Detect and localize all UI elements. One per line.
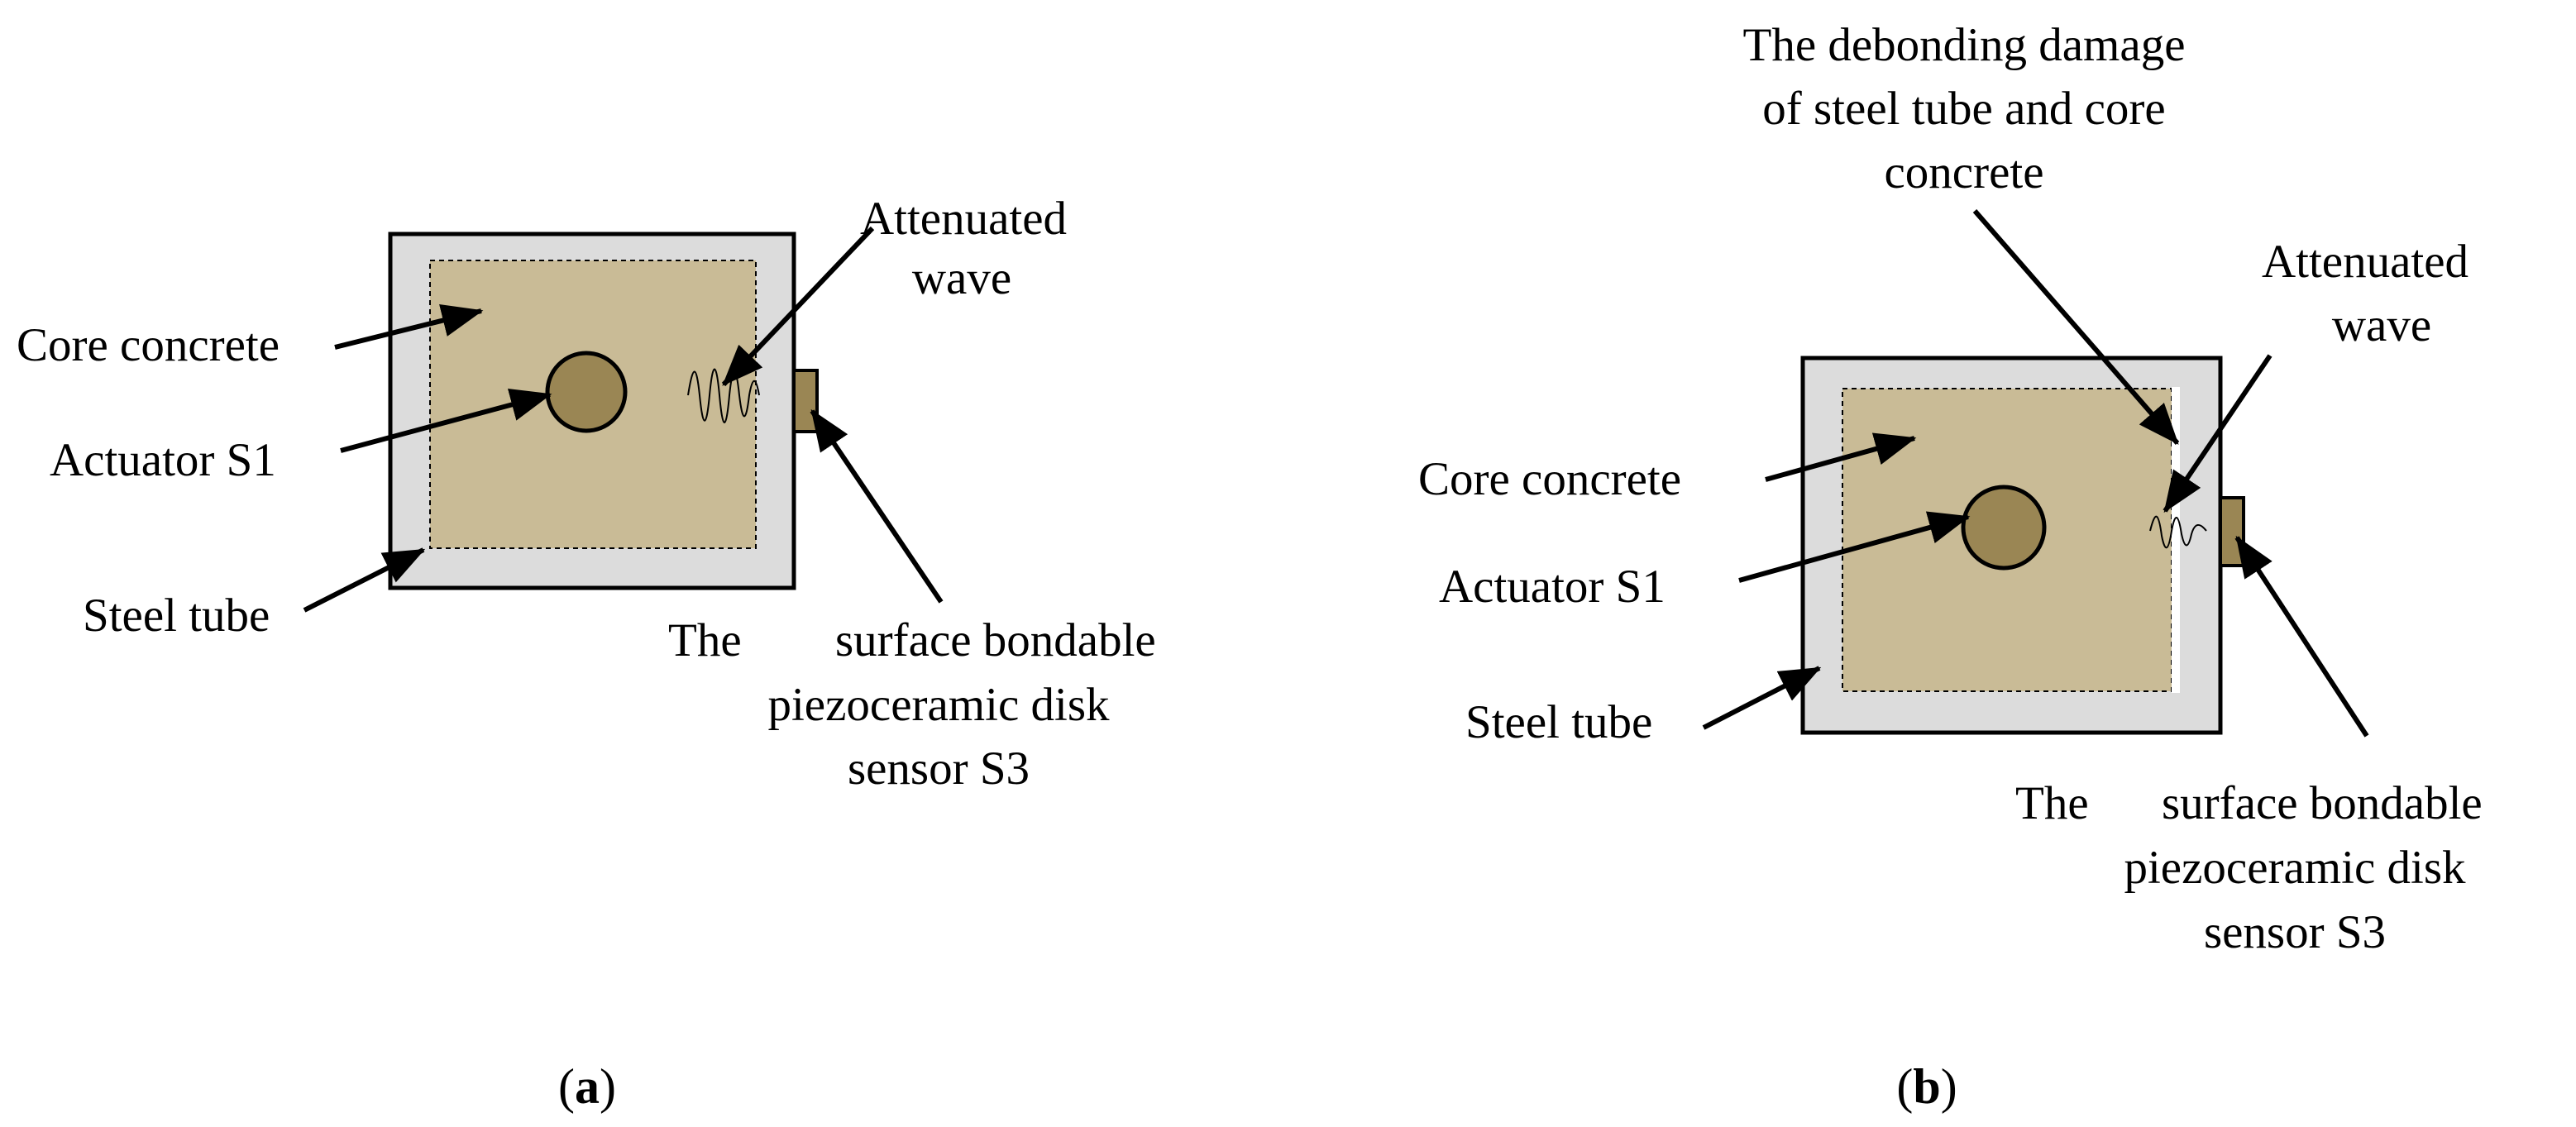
arrow-attenuated-wave-b (2163, 354, 2273, 513)
arrow-actuator-a (340, 389, 552, 453)
label-attenuated-wave-b-line1: Attenuated (2262, 236, 2468, 288)
label-steel-tube-b: Steel tube (1465, 696, 1652, 748)
arrow-core-concrete-a (334, 304, 484, 350)
arrow-steel-tube-b (1702, 666, 1822, 730)
actuator-s1-b (1961, 485, 2047, 571)
label-debonding-b-line3: concrete (1884, 146, 2043, 198)
panel-b: The debonding damage of steel tube and c… (1418, 19, 2483, 1114)
caption-a: (a) (558, 1059, 616, 1114)
label-sensor-b-line1: surface bondable (2162, 777, 2483, 829)
label-sensor-a-line1: surface bondable (835, 614, 1156, 666)
arrow-actuator-b (1738, 511, 1971, 583)
attenuated-wave-a (687, 368, 760, 423)
label-sensor-a-line1-the: The (668, 614, 742, 666)
caption-b: (b) (1896, 1059, 1957, 1114)
arrow-sensor-a (810, 408, 944, 604)
caption-a-open: ( (558, 1059, 575, 1114)
label-sensor-a-line3: sensor S3 (848, 743, 1030, 795)
label-core-concrete-b: Core concrete (1418, 453, 1681, 505)
arrow-steel-tube-a (303, 547, 426, 613)
arrow-attenuated-wave-a (721, 226, 875, 387)
label-actuator-b: Actuator S1 (1439, 561, 1666, 613)
debonding-gap-b (2172, 387, 2180, 693)
label-steel-tube-a: Steel tube (83, 590, 270, 642)
label-debonding-b-line1: The debonding damage (1743, 19, 2186, 71)
caption-b-open: ( (1896, 1059, 1913, 1114)
label-sensor-b-line3: sensor S3 (2204, 906, 2386, 958)
sensor-s3-b (2219, 496, 2245, 567)
label-attenuated-wave-b-line2: wave (2332, 299, 2431, 351)
arrow-debonding-b (1972, 209, 2180, 445)
label-attenuated-wave-a-line2: wave (912, 252, 1011, 304)
arrow-core-concrete-b (1765, 432, 1917, 482)
panel-a: Attenuated wave Core concrete Actuator S… (17, 193, 1156, 1114)
caption-a-close: ) (600, 1059, 616, 1114)
label-sensor-b-line1-the: The (2015, 777, 2089, 829)
label-core-concrete-a: Core concrete (17, 319, 280, 371)
label-actuator-a: Actuator S1 (50, 434, 276, 486)
label-sensor-a-line2: piezoceramic disk (767, 679, 1110, 731)
caption-b-letter: b (1913, 1059, 1940, 1114)
sensor-s3-a (792, 369, 819, 433)
arrow-sensor-b (2234, 535, 2369, 738)
caption-a-letter: a (575, 1059, 600, 1114)
label-debonding-b-line2: of steel tube and core (1762, 83, 2165, 135)
actuator-s1-a (545, 351, 628, 433)
caption-b-close: ) (1941, 1059, 1957, 1114)
label-sensor-b-line2: piezoceramic disk (2124, 842, 2466, 894)
label-attenuated-wave-a-line1: Attenuated (860, 193, 1067, 245)
attenuated-wave-b (2149, 515, 2207, 549)
